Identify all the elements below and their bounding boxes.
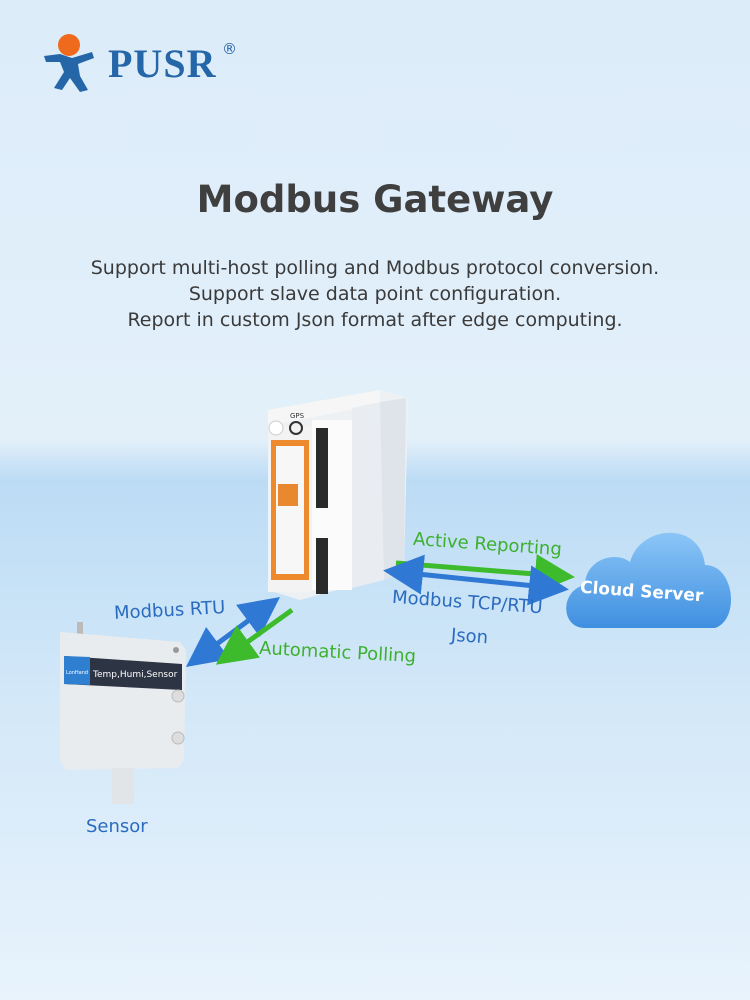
subtitle-line-1: Support multi-host polling and Modbus pr… — [90, 257, 660, 279]
sensor-device: LonHand Temp,Humi,Sensor — [60, 622, 186, 804]
json-label: Json — [450, 624, 489, 649]
automatic-polling-arrow — [215, 607, 294, 665]
pusr-logo-icon — [44, 34, 94, 92]
sensor-brand: LonHand — [66, 670, 88, 676]
sensor-caption: Sensor — [86, 816, 148, 837]
gps-label: GPS — [290, 412, 305, 420]
sensor-model-label: Temp,Humi,Sensor — [92, 670, 178, 680]
subtitle-line-3: Report in custom Json format after edge … — [127, 309, 623, 331]
page-title: Modbus Gateway — [196, 178, 554, 221]
subtitle-line-2: Support slave data point configuration. — [188, 283, 562, 305]
brand-name: PUSR — [108, 41, 217, 86]
gateway-device: GPS — [268, 390, 408, 600]
registered-mark: ® — [222, 40, 237, 58]
cloud-server-icon — [566, 532, 732, 628]
modbus-tcp-arrow — [383, 554, 569, 606]
